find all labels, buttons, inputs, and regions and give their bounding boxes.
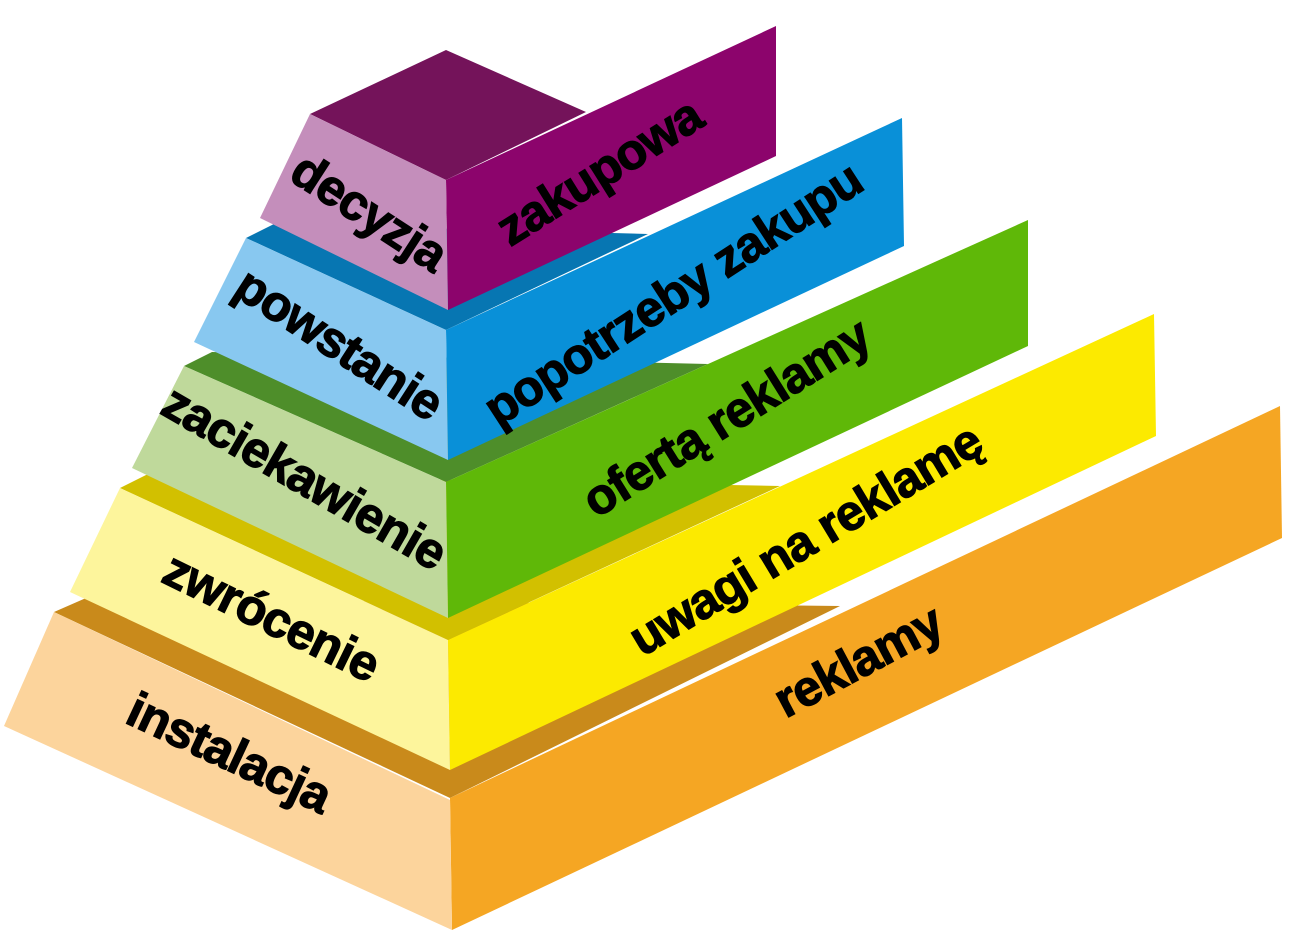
layer-4-left-face	[194, 238, 448, 460]
layer-1-left-face	[4, 612, 452, 930]
layer-2-right-face	[448, 314, 1156, 770]
layer-3-right-face	[446, 220, 1028, 618]
layer-5-top-face	[310, 50, 586, 180]
layer-3-left-face	[132, 366, 448, 618]
layer-4-right-face	[446, 118, 904, 460]
layer-2-left-face	[70, 488, 450, 770]
layer-5-left-face	[260, 114, 448, 310]
layer-1-right-face	[450, 406, 1282, 930]
layer-5: decyzja zakupowa	[260, 26, 776, 310]
layer-1: instalacja reklamy	[4, 406, 1282, 930]
layer-5-right-face	[446, 26, 776, 310]
